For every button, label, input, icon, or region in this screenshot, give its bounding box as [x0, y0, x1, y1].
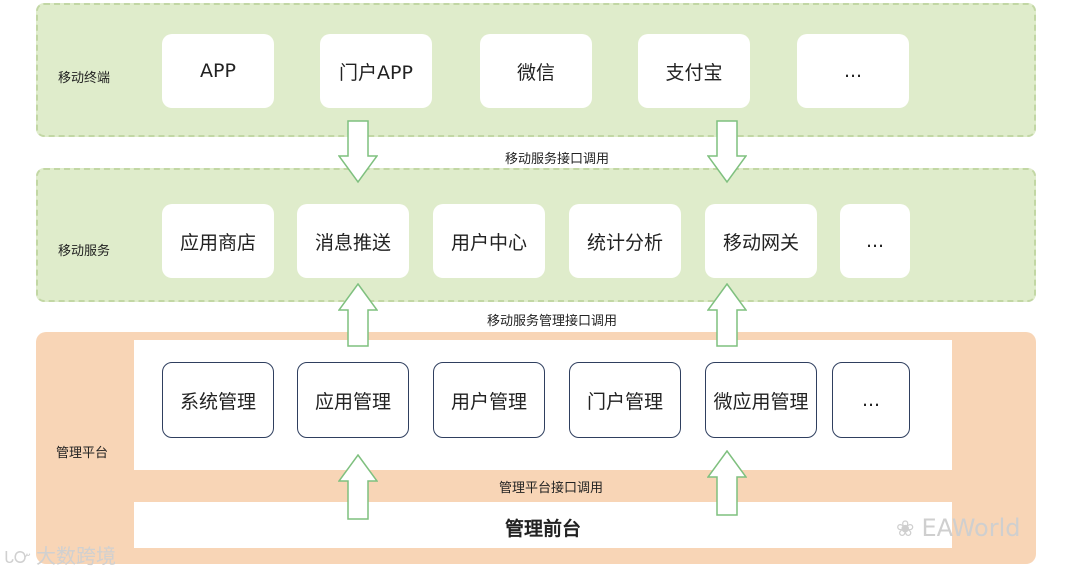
watermark-right: ❀ EAWorld: [896, 514, 1020, 542]
terminal-card-portal-app: 门户APP: [320, 34, 432, 108]
terminal-card-more: ...: [797, 34, 909, 108]
service-card-analytics: 统计分析: [569, 204, 681, 278]
mgmt-card-micro-app: 微应用管理: [705, 362, 817, 438]
wechat-icon: ❀: [896, 517, 922, 542]
terminal-card-wechat: 微信: [480, 34, 592, 108]
management-platform-label: 管理平台: [56, 446, 109, 461]
up-arrow-icon: [707, 450, 747, 516]
service-card-gateway: 移动网关: [705, 204, 817, 278]
up-arrow-icon: [338, 454, 378, 520]
mgmt-card-user: 用户管理: [433, 362, 545, 438]
mobile-service-mgmt-interface-label: 移动服务管理接口调用: [486, 314, 618, 329]
terminal-card-app: APP: [162, 34, 274, 108]
mgmt-card-more: ...: [832, 362, 910, 438]
terminal-card-alipay: 支付宝: [638, 34, 750, 108]
up-arrow-icon: [338, 283, 378, 347]
mobile-terminal-label: 移动终端: [58, 71, 111, 86]
mobile-service-label: 移动服务: [58, 244, 111, 259]
mgmt-card-system: 系统管理: [162, 362, 274, 438]
management-front-panel: [134, 502, 952, 548]
watermark-left-text: 大数跨境: [35, 544, 116, 568]
management-front-title: 管理前台: [504, 518, 582, 540]
watermark-logo-icon: ᒐᏅ: [4, 548, 36, 567]
service-card-push: 消息推送: [297, 204, 409, 278]
service-card-app-store: 应用商店: [162, 204, 274, 278]
down-arrow-icon: [338, 120, 378, 184]
mgmt-card-application: 应用管理: [297, 362, 409, 438]
management-interface-label: 管理平台接口调用: [498, 481, 604, 496]
service-card-more: ...: [840, 204, 910, 278]
watermark-right-text: EAWorld: [921, 514, 1021, 542]
watermark-left: ᒐᏅ 大数跨境: [4, 540, 116, 569]
down-arrow-icon: [707, 120, 747, 184]
service-card-user-center: 用户中心: [433, 204, 545, 278]
mobile-service-interface-label: 移动服务接口调用: [504, 152, 610, 167]
mgmt-card-portal: 门户管理: [569, 362, 681, 438]
up-arrow-icon: [707, 283, 747, 347]
